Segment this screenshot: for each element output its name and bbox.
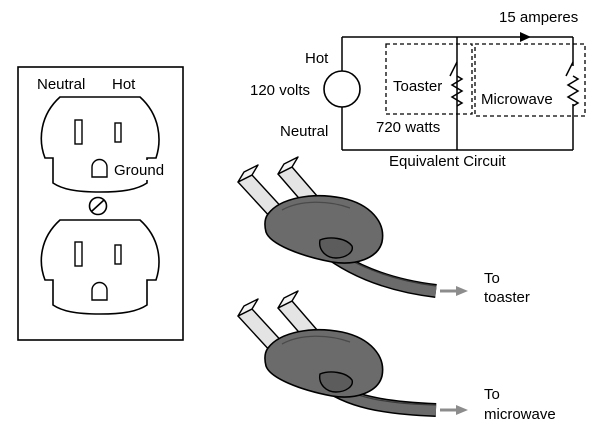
plug-body [264, 328, 384, 398]
to-microwave-label-line1: To [484, 386, 500, 403]
plug-body-contour [281, 201, 351, 211]
plug-strain-relief [319, 237, 353, 259]
to-microwave-label-line2: microwave [484, 406, 556, 423]
lower-receptacle [40, 219, 160, 315]
toaster-power-label: 720 watts [376, 119, 440, 136]
to-toaster-label-line2: toaster [484, 289, 530, 306]
wall-outlet: Neutral Hot Ground [17, 66, 184, 341]
center-screw [88, 196, 108, 216]
outlet-neutral-label: Neutral [37, 76, 85, 93]
upper-ground-hole [91, 158, 108, 178]
ground-label-backing [112, 160, 174, 180]
toaster-switch-icon [449, 61, 458, 77]
to-microwave-arrow-icon [440, 405, 468, 415]
microwave-label: Microwave [481, 91, 553, 108]
lower-hot-slot [114, 244, 122, 265]
plug-strain-relief [319, 371, 353, 393]
to-toaster-label-line1: To [484, 270, 500, 287]
circuit-hot-label: Hot [305, 50, 329, 67]
outlet-ground-label: Ground [114, 162, 164, 179]
to-toaster-arrow-icon [440, 286, 468, 296]
lower-ground-hole [91, 281, 108, 301]
upper-hot-slot [114, 122, 122, 143]
current-arrow-icon [520, 32, 531, 42]
circuit-neutral-label: Neutral [280, 123, 328, 140]
upper-neutral-slot [74, 119, 83, 145]
microwave-plug: To microwave [237, 290, 556, 423]
toaster-resistor-icon [450, 75, 464, 107]
outlet-hot-label: Hot [112, 76, 136, 93]
plug-body [264, 194, 384, 264]
watts-label-backing [373, 118, 453, 136]
toaster-dashed-box [385, 43, 473, 115]
voltage-label: 120 volts [250, 82, 310, 99]
circuit-caption: Equivalent Circuit [389, 153, 507, 170]
current-label: 15 amperes [499, 9, 578, 26]
toaster-label: Toaster [393, 78, 442, 95]
microwave-switch-icon [565, 61, 574, 77]
toaster-plug: To toaster [237, 156, 530, 306]
voltage-source-icon [323, 70, 361, 108]
equivalent-circuit: 15 amperes Hot 120 volts Neutral Toaster… [250, 9, 586, 170]
plug-body-contour [281, 335, 351, 345]
microwave-resistor-icon [566, 75, 580, 107]
lower-neutral-slot [74, 241, 83, 267]
